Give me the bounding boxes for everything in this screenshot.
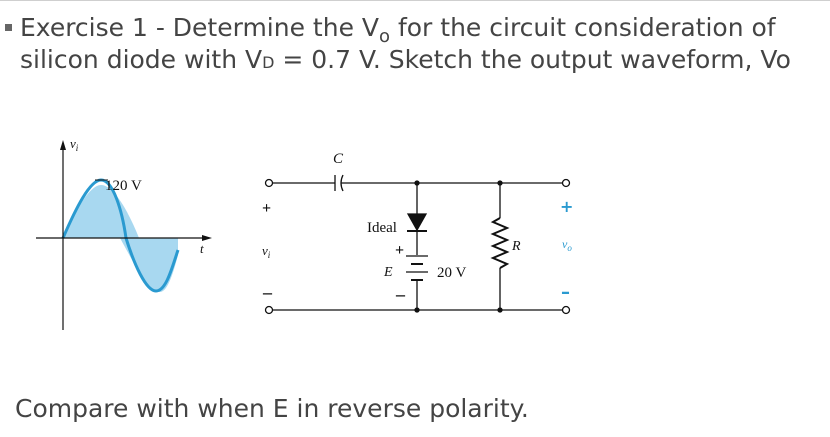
- question-line-2-suffix: = 0.7 V. Sketch the output waveform, Vo: [274, 45, 791, 74]
- input-waveform: vi 120 V t: [36, 136, 212, 330]
- vd-subscript: D: [262, 53, 275, 72]
- diode-label: Ideal: [367, 220, 397, 236]
- battery-plus-sign: +: [395, 242, 404, 259]
- x-axis-arrow-icon: [202, 235, 212, 241]
- capacitor-label: C: [333, 151, 344, 167]
- question-line-2-prefix: silicon diode with V: [20, 45, 263, 74]
- output-plus-sign: +: [560, 197, 573, 216]
- input-plus-sign: +: [262, 200, 271, 217]
- question-line-2: silicon diode with VD = 0.7 V. Sketch th…: [20, 45, 791, 78]
- bullet-icon: [5, 24, 12, 31]
- footer-text: Compare with when E in reverse polarity.: [15, 394, 529, 423]
- output-terminal-top: [561, 178, 571, 188]
- input-minus-sign: –: [262, 282, 273, 302]
- y-axis-arrow-icon: [60, 140, 66, 150]
- battery-label: E: [383, 265, 393, 280]
- diode-icon: [406, 213, 428, 232]
- vo-subscript: o: [379, 26, 391, 47]
- amplitude-label: 120 V: [105, 178, 142, 194]
- waveform-x-label: t: [200, 241, 204, 256]
- waveform-negative-fill: [120, 238, 178, 292]
- input-label: vi: [262, 243, 271, 260]
- question-line-1: Exercise 1 - Determine the Vo for the ci…: [20, 13, 776, 47]
- waveform-y-label: vi: [70, 136, 79, 153]
- resistor-label: R: [511, 239, 521, 254]
- battery-minus-sign: –: [395, 284, 406, 304]
- waveform-positive-fill: [63, 185, 139, 238]
- question-line-1-prefix: Exercise 1 - Determine the V: [20, 13, 379, 42]
- top-divider: [0, 0, 830, 1]
- input-terminal-bottom: [264, 305, 274, 315]
- clamper-circuit: [264, 174, 571, 315]
- battery-value: 20 V: [437, 265, 466, 281]
- output-minus-sign: –: [561, 282, 570, 303]
- question-line-1-suffix: for the circuit consideration of: [390, 13, 776, 42]
- circuit-labels: C + vi – Ideal + E – 20 V R + vo –: [262, 151, 573, 304]
- output-terminal-bottom: [561, 305, 571, 315]
- input-terminal-top: [264, 178, 274, 188]
- resistor-icon: [490, 217, 510, 269]
- output-label: vo: [562, 237, 572, 253]
